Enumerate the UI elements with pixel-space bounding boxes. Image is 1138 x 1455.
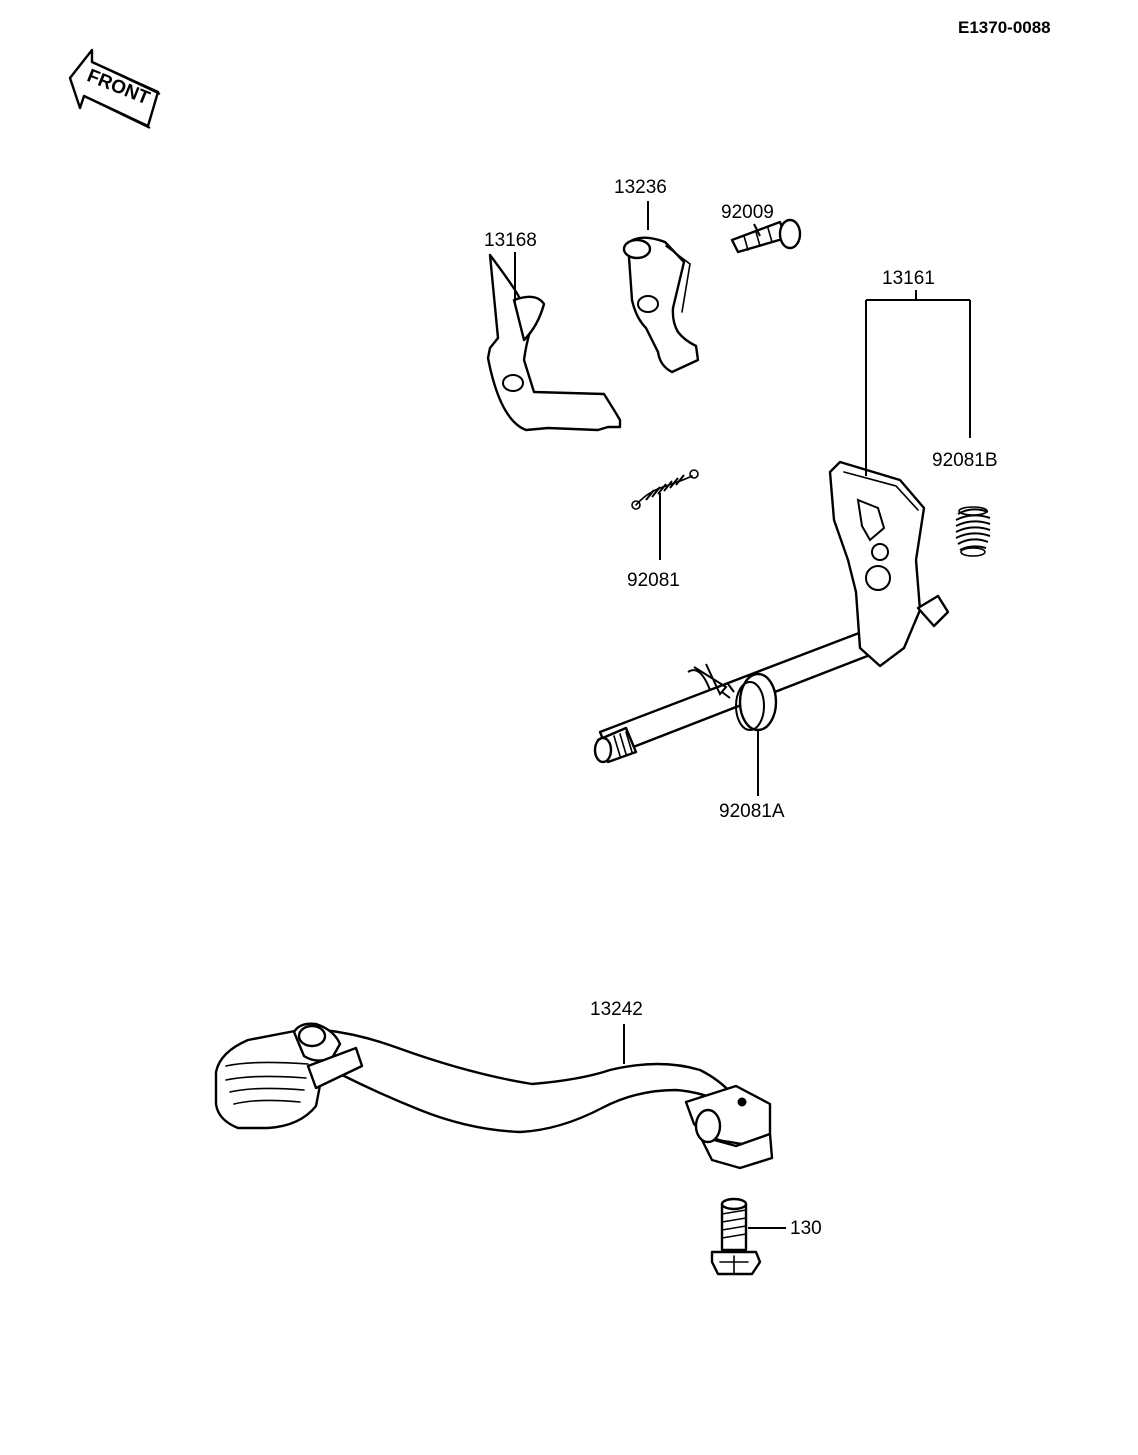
part-92081-spring [631,469,699,510]
part-92081A-spring-collar [721,672,778,732]
label-13242: 13242 [590,999,643,1020]
leader-13161 [865,290,971,476]
front-arrow-icon: FRONT [68,48,161,129]
leader-lines [514,201,971,1229]
label-13236: 13236 [614,177,667,198]
part-92081B-coil-spring [955,506,991,557]
label-92081B: 92081B [932,450,998,471]
label-130: 130 [790,1218,822,1239]
part-13242-shift-pedal [214,1022,774,1170]
label-13168: 13168 [484,230,537,251]
part-130-bolt [710,1197,762,1276]
label-92081A: 92081A [719,801,785,822]
diagram-code: E1370-0088 [958,18,1051,37]
label-92081: 92081 [627,570,680,591]
part-13168-bracket [486,253,622,432]
label-13161: 13161 [882,268,935,289]
part-92009-pin [730,218,802,254]
part-13236-plate-arm [622,236,700,374]
label-92009: 92009 [721,202,774,223]
leader-92009 [753,223,761,237]
